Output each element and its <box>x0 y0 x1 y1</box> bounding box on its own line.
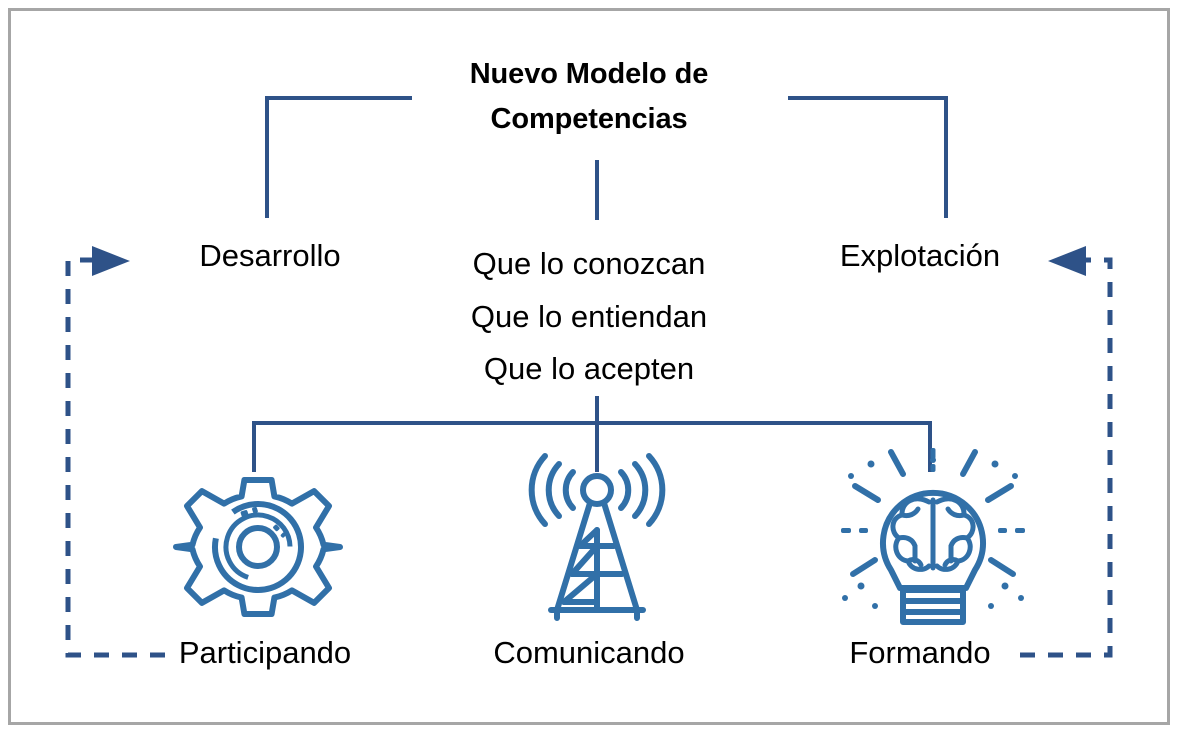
node-label-desarrollo: Desarrollo <box>199 238 341 273</box>
title-line-2: Competencias <box>490 102 688 135</box>
node-label-comunicando: Comunicando <box>493 635 685 670</box>
page-title: Nuevo Modelo de Competencias <box>0 52 1178 142</box>
center-statements: Que lo conozcan Que lo entiendan Que lo … <box>409 238 769 396</box>
center-statement-2: Que lo entiendan <box>470 298 708 334</box>
node-label-formando: Formando <box>849 635 991 670</box>
title-line-1: Nuevo Modelo de <box>469 58 709 90</box>
node-label-explotacion: Explotación <box>839 238 1001 273</box>
node-label-participando: Participando <box>178 635 352 670</box>
center-statement-3: Que lo acepten <box>483 351 695 387</box>
center-statement-1: Que lo conozcan <box>472 246 706 281</box>
